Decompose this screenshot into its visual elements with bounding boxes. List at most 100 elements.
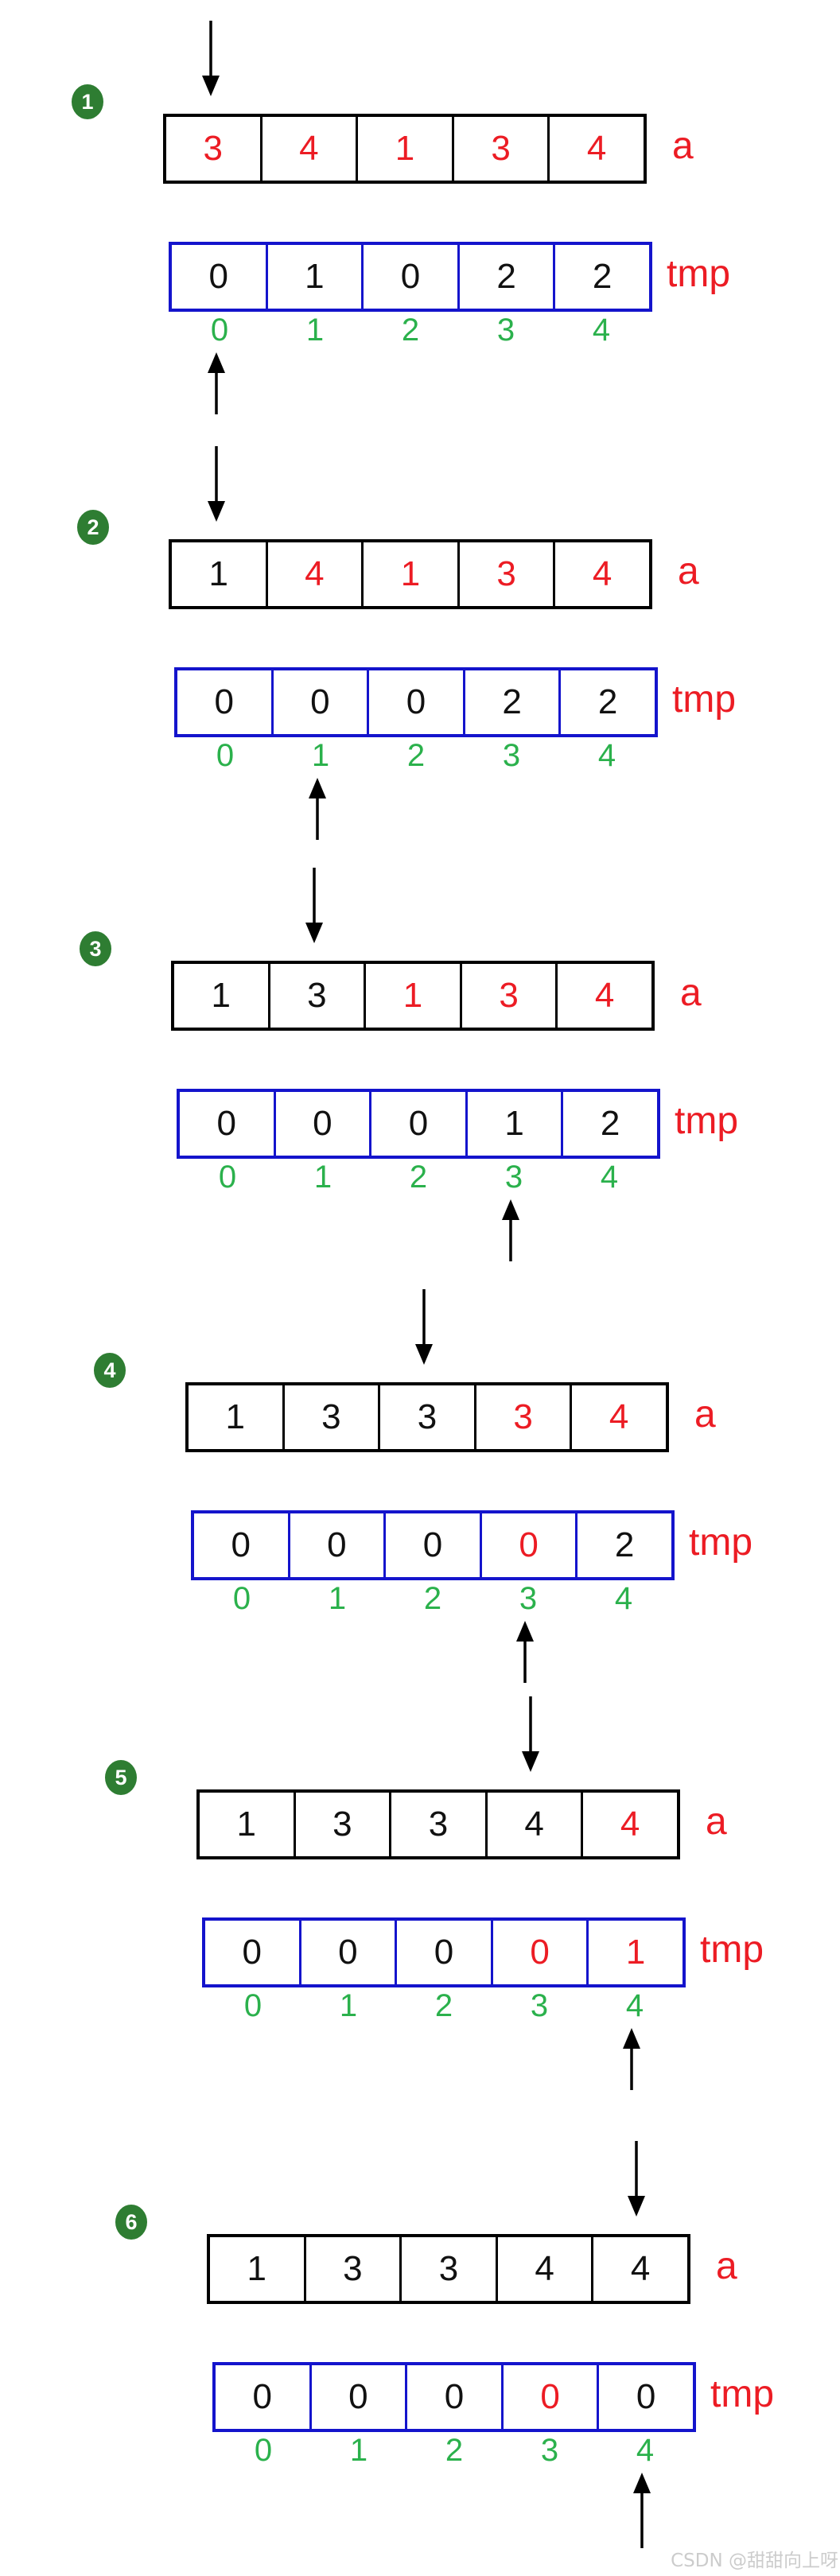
array-tmp-label: tmp	[700, 1928, 764, 1971]
array-a-cell: 3	[473, 1385, 570, 1449]
down-arrow-icon	[628, 2141, 645, 2217]
index-label: 1	[349, 2432, 368, 2468]
array-a-cell: 1	[208, 554, 229, 593]
array-a-cell: 4	[570, 1385, 666, 1449]
step-badge: 3	[80, 931, 111, 966]
array-a-cell: 1	[225, 1397, 246, 1436]
down-arrow-icon	[208, 446, 225, 522]
index-label: 3	[540, 2432, 559, 2468]
array-a-cell: 4	[484, 1793, 581, 1856]
array-tmp-cell: 2	[457, 245, 554, 309]
array-tmp-cell: 0	[231, 1525, 251, 1564]
down-arrow-icon	[305, 868, 323, 943]
array-tmp-cell: 0	[383, 1513, 480, 1577]
array-tmp-label: tmp	[675, 1099, 739, 1142]
index-label: 0	[210, 312, 229, 348]
step-badge: 2	[77, 510, 109, 545]
up-arrow-icon	[208, 352, 225, 414]
index-label: 3	[519, 1580, 538, 1616]
index-label: 0	[216, 737, 235, 773]
array-tmp-cell: 2	[553, 245, 649, 309]
array-a-cell: 1	[211, 976, 231, 1015]
array-a-label: a	[706, 1800, 727, 1843]
index-label: 4	[597, 737, 616, 773]
index-label: 0	[218, 1159, 237, 1195]
array-a-cell: 3	[303, 2237, 400, 2301]
index-label: 2	[434, 1987, 453, 2023]
index-label: 4	[592, 312, 611, 348]
index-label: 2	[423, 1580, 442, 1616]
array-tmp-cell: 0	[405, 2365, 501, 2429]
index-label: 3	[504, 1159, 523, 1195]
array-tmp-cell: 1	[465, 1092, 562, 1156]
array-a-cell: 4	[591, 2237, 687, 2301]
array-tmp-cell: 0	[500, 2365, 597, 2429]
step-badge: 1	[72, 84, 103, 119]
array-a-cell: 1	[361, 542, 457, 606]
step-badge: 5	[105, 1760, 137, 1795]
index-label: 1	[305, 312, 325, 348]
array-a-cell: 3	[267, 964, 364, 1028]
index-label: 4	[636, 2432, 655, 2468]
array-tmp-label: tmp	[710, 2372, 775, 2415]
array-tmp-cell: 2	[462, 670, 559, 734]
array-a-cell: 3	[459, 964, 556, 1028]
index-label: 3	[530, 1987, 549, 2023]
array-tmp-cell: 2	[558, 670, 655, 734]
index-label: 3	[496, 312, 515, 348]
index-label: 2	[406, 737, 426, 773]
array-a-cell: 4	[555, 964, 651, 1028]
array-tmp-cell: 0	[298, 1921, 395, 1984]
up-arrow-icon	[502, 1199, 519, 1261]
array-a-cell: 4	[581, 1793, 677, 1856]
csdn-watermark: CSDN @甜甜向上呀	[671, 2551, 838, 2571]
array-a-cell: 3	[389, 1793, 485, 1856]
array-a-cell: 1	[356, 117, 452, 181]
array-tmp-cell: 0	[273, 1092, 370, 1156]
array-a-cell: 4	[259, 117, 356, 181]
array-tmp-cell: 0	[242, 1933, 262, 1972]
array-tmp-cell: 0	[369, 1092, 465, 1156]
array-a-label: a	[716, 2244, 737, 2287]
array-a-cell: 3	[451, 117, 548, 181]
array-a-cell: 3	[378, 1385, 474, 1449]
array-a-label: a	[678, 550, 699, 593]
array-tmp-cell: 0	[287, 1513, 384, 1577]
array-tmp-cell: 0	[597, 2365, 693, 2429]
array-a-cell: 4	[265, 542, 362, 606]
array-a-cell: 3	[203, 129, 224, 168]
array-a-cell: 3	[457, 542, 554, 606]
index-label: 4	[614, 1580, 633, 1616]
index-label: 4	[600, 1159, 619, 1195]
array-a-label: a	[694, 1393, 716, 1436]
index-label: 2	[409, 1159, 428, 1195]
array-tmp-cell: 0	[367, 670, 463, 734]
array-a-cell: 3	[282, 1385, 379, 1449]
array-a-cell: 3	[293, 1793, 390, 1856]
array-tmp-cell: 2	[561, 1092, 657, 1156]
array-tmp-cell: 0	[208, 257, 229, 296]
array-tmp-cell: 0	[214, 682, 235, 721]
array-tmp-cell: 0	[270, 670, 368, 734]
array-a-label: a	[680, 971, 702, 1014]
up-arrow-icon	[633, 2473, 651, 2548]
index-label: 1	[313, 1159, 332, 1195]
array-a-cell: 4	[547, 117, 644, 181]
array-a-label: a	[672, 124, 694, 167]
array-tmp-label: tmp	[667, 252, 731, 295]
